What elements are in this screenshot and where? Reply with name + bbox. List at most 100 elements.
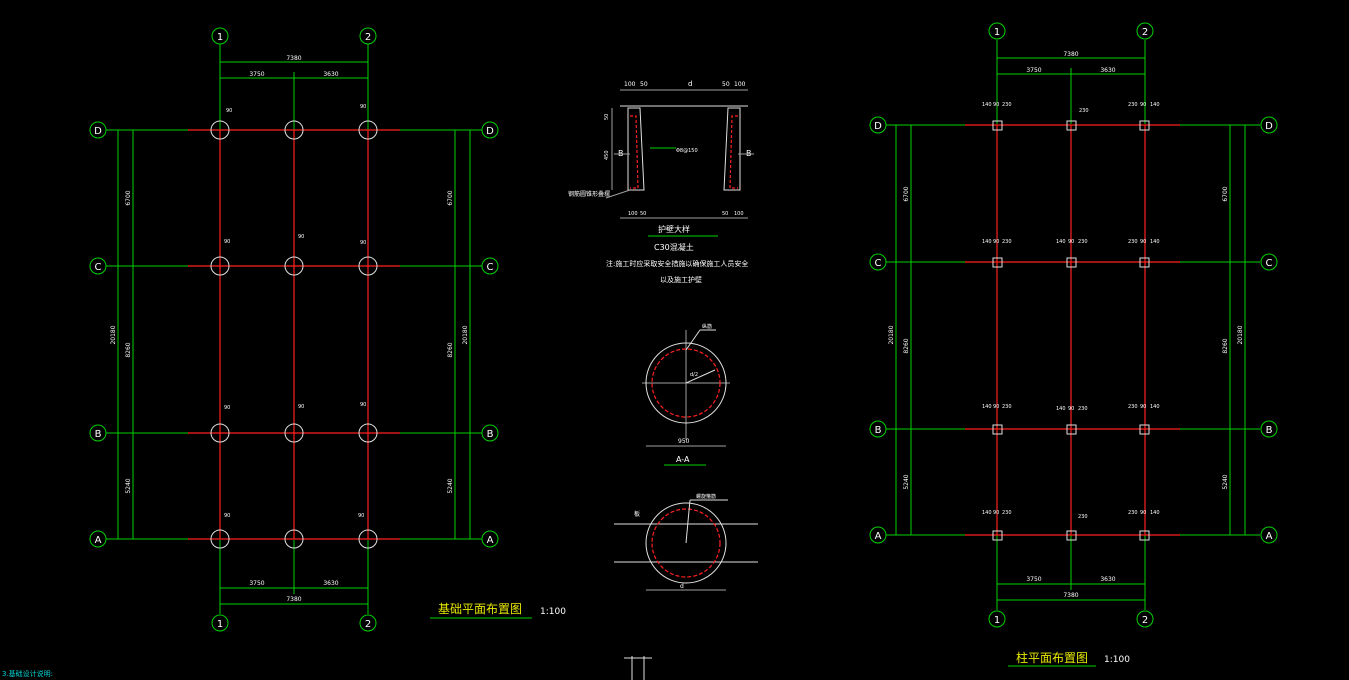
svg-text:A: A (1266, 531, 1273, 542)
svg-text:140: 140 (982, 102, 992, 108)
section-aa-title: A-A (676, 455, 690, 464)
foundation-pile-offsets: 90 90 90 90 90 90 90 90 90 90 (224, 104, 366, 519)
svg-text:230: 230 (1128, 102, 1138, 108)
column-axis-1-top[interactable]: 1 (988, 22, 1006, 124)
svg-text:100: 100 (628, 211, 638, 217)
column-squares (992, 120, 1150, 541)
column-axis-A-left[interactable]: A (869, 526, 887, 544)
column-axis-D-left[interactable]: D (869, 116, 887, 134)
svg-text:D: D (874, 121, 882, 132)
svg-text:d/2: d/2 (690, 372, 698, 378)
svg-text:D: D (1265, 121, 1273, 132)
svg-text:2: 2 (365, 619, 371, 630)
svg-text:950: 950 (678, 438, 690, 445)
column-axis-D-right[interactable]: D (1260, 116, 1278, 134)
pile-detail-title: 护壁大样 (658, 224, 690, 234)
foundation-dim-ymid-right: 8260 (447, 342, 454, 357)
svg-text:90: 90 (298, 404, 304, 410)
column-axis-B-right[interactable]: B (1260, 420, 1278, 438)
foundation-plan-title: 基础平面布置图 (438, 602, 522, 616)
column-axis-C-left[interactable]: C (869, 253, 887, 271)
column-plan-title: 柱平面布置图 (1016, 650, 1088, 665)
svg-text:D: D (486, 126, 494, 137)
column-axis-B-left[interactable]: B (869, 420, 887, 438)
svg-text:A: A (875, 531, 882, 542)
foundation-dim-bay2-top: 3630 (323, 71, 338, 78)
svg-text:90: 90 (224, 239, 230, 245)
svg-text:90: 90 (1140, 510, 1146, 516)
foundation-axis-B-right[interactable]: B (481, 424, 499, 442)
foundation-axis-A-left[interactable]: A (89, 530, 107, 548)
svg-text:140: 140 (982, 239, 992, 245)
svg-text:纵筋: 纵筋 (702, 323, 712, 330)
foundation-axis-C-left[interactable]: C (89, 257, 107, 275)
svg-text:螺旋箍筋: 螺旋箍筋 (696, 493, 716, 500)
foundation-plan-scale: 1:100 (540, 607, 566, 617)
svg-text:6700: 6700 (903, 186, 910, 201)
svg-text:50: 50 (640, 211, 646, 217)
foundation-dim-ytop-right: 6700 (447, 190, 454, 205)
pile-wall-detail: 100 50 d 50 100 50 450 Φ8@150 B B 钢筋圆锥形叠… (568, 80, 754, 284)
foundation-axis-D-left[interactable]: D (89, 121, 107, 139)
svg-text:230: 230 (1002, 102, 1012, 108)
svg-text:90: 90 (993, 404, 999, 410)
svg-text:1: 1 (217, 619, 223, 630)
svg-text:d: d (680, 583, 684, 590)
foundation-axis-A-right[interactable]: A (481, 530, 499, 548)
column-axis-2-top[interactable]: 2 (1136, 22, 1154, 124)
svg-text:C: C (1266, 258, 1273, 269)
svg-text:以及施工护壁: 以及施工护壁 (660, 275, 702, 284)
svg-text:230: 230 (1078, 239, 1088, 245)
column-axis-2-bottom[interactable]: 2 (1136, 610, 1154, 628)
svg-text:2: 2 (1142, 27, 1148, 38)
svg-text:230: 230 (1079, 108, 1089, 114)
svg-text:140: 140 (982, 510, 992, 516)
svg-text:D: D (94, 126, 102, 137)
svg-text:90: 90 (1068, 406, 1074, 412)
svg-text:B: B (95, 429, 102, 440)
svg-text:100: 100 (624, 81, 636, 88)
foundation-axis-1-bottom[interactable]: 1 (211, 614, 229, 632)
foundation-axis-C-right[interactable]: C (481, 257, 499, 275)
svg-text:230: 230 (1128, 239, 1138, 245)
column-axis-A-right[interactable]: A (1260, 526, 1278, 544)
svg-text:d: d (688, 80, 692, 88)
svg-text:7380: 7380 (1063, 592, 1078, 599)
svg-text:3750: 3750 (1026, 576, 1041, 583)
svg-text:20180: 20180 (888, 325, 895, 344)
svg-text:A: A (95, 535, 102, 546)
svg-text:钢筋圆锥形叠摆: 钢筋圆锥形叠摆 (568, 190, 610, 198)
column-axis-C-right[interactable]: C (1260, 253, 1278, 271)
svg-text:140: 140 (1056, 239, 1066, 245)
svg-text:90: 90 (360, 104, 366, 110)
svg-text:140: 140 (1056, 406, 1066, 412)
svg-text:90: 90 (224, 405, 230, 411)
svg-text:注:施工时应采取安全措施以确保施工人员安全: 注:施工时应采取安全措施以确保施工人员安全 (606, 259, 748, 268)
foundation-axis-D-right[interactable]: D (481, 121, 499, 139)
svg-text:140: 140 (1150, 510, 1160, 516)
svg-text:90: 90 (358, 513, 364, 519)
svg-text:90: 90 (1140, 404, 1146, 410)
foundation-dim-total-y-left: 20180 (110, 325, 117, 344)
foundation-axis-B-left[interactable]: B (89, 424, 107, 442)
svg-text:1: 1 (994, 27, 1000, 38)
svg-text:板: 板 (634, 510, 640, 518)
svg-text:B: B (875, 425, 882, 436)
foundation-dim-bay1-bottom: 3750 (249, 580, 264, 587)
svg-text:A: A (487, 535, 494, 546)
svg-text:90: 90 (1068, 239, 1074, 245)
column-axis-1-bottom[interactable]: 1 (988, 610, 1006, 628)
svg-text:50: 50 (604, 114, 610, 120)
svg-text:90: 90 (993, 510, 999, 516)
foundation-plan: 1 2 7380 3750 3630 3750 3630 7380 1 2 (89, 27, 566, 632)
svg-text:2: 2 (1142, 615, 1148, 626)
foundation-piles (210, 120, 378, 549)
svg-text:8260: 8260 (903, 338, 910, 353)
foundation-dim-ymid-left: 8260 (125, 342, 132, 357)
svg-text:1: 1 (994, 615, 1000, 626)
foundation-axis-2-bottom[interactable]: 2 (359, 614, 377, 632)
foundation-axis-1-top[interactable]: 1 (211, 27, 229, 130)
foundation-axis-2-top[interactable]: 2 (359, 27, 377, 130)
svg-text:3750: 3750 (1026, 67, 1041, 74)
